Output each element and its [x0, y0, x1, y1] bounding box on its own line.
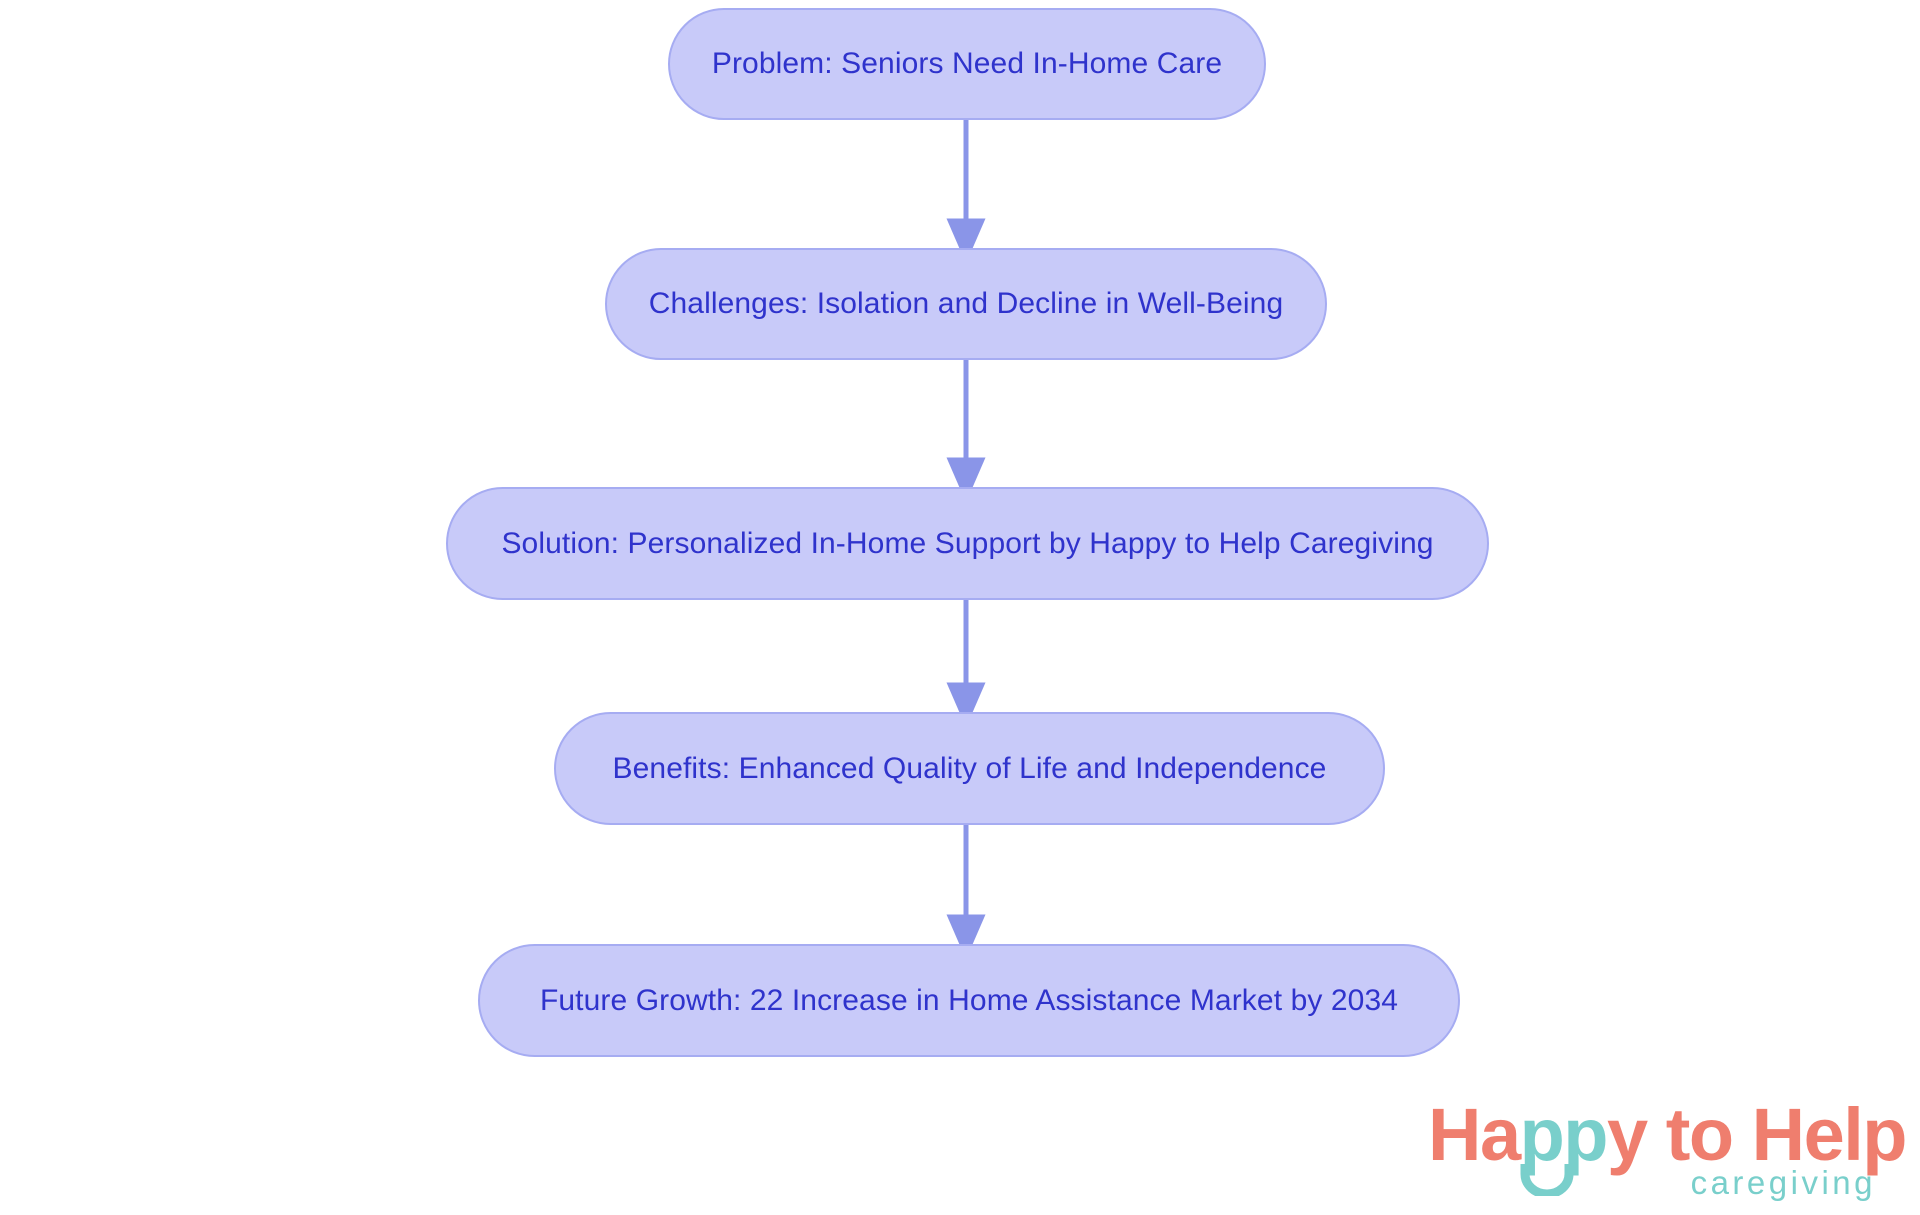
logo-word-part-3: y to Help: [1607, 1093, 1907, 1176]
smile-arc-icon: [1520, 1164, 1574, 1196]
flow-node-label: Future Growth: 22 Increase in Home Assis…: [539, 983, 1399, 1017]
flow-node-benefits[interactable]: Benefits: Enhanced Quality of Life and I…: [554, 712, 1385, 825]
flow-node-solution[interactable]: Solution: Personalized In-Home Support b…: [446, 487, 1489, 600]
flow-node-label: Solution: Personalized In-Home Support b…: [501, 526, 1434, 560]
flow-node-future-growth[interactable]: Future Growth: 22 Increase in Home Assis…: [478, 944, 1460, 1057]
flow-node-label: Benefits: Enhanced Quality of Life and I…: [612, 751, 1327, 785]
logo-word-part-2: pp: [1519, 1093, 1609, 1176]
logo-subtext: caregiving: [1690, 1164, 1876, 1201]
flow-node-challenges[interactable]: Challenges: Isolation and Decline in Wel…: [605, 248, 1327, 360]
flow-node-problem[interactable]: Problem: Seniors Need In-Home Care: [668, 8, 1266, 120]
logo-wordmark: Happy to Help: [1428, 1098, 1907, 1172]
logo-word-part-1: Ha: [1428, 1093, 1521, 1176]
flow-node-label: Problem: Seniors Need In-Home Care: [711, 47, 1223, 80]
flow-node-label: Challenges: Isolation and Decline in Wel…: [648, 287, 1284, 320]
brand-logo: Happy to Help caregiving: [1428, 1098, 1907, 1206]
